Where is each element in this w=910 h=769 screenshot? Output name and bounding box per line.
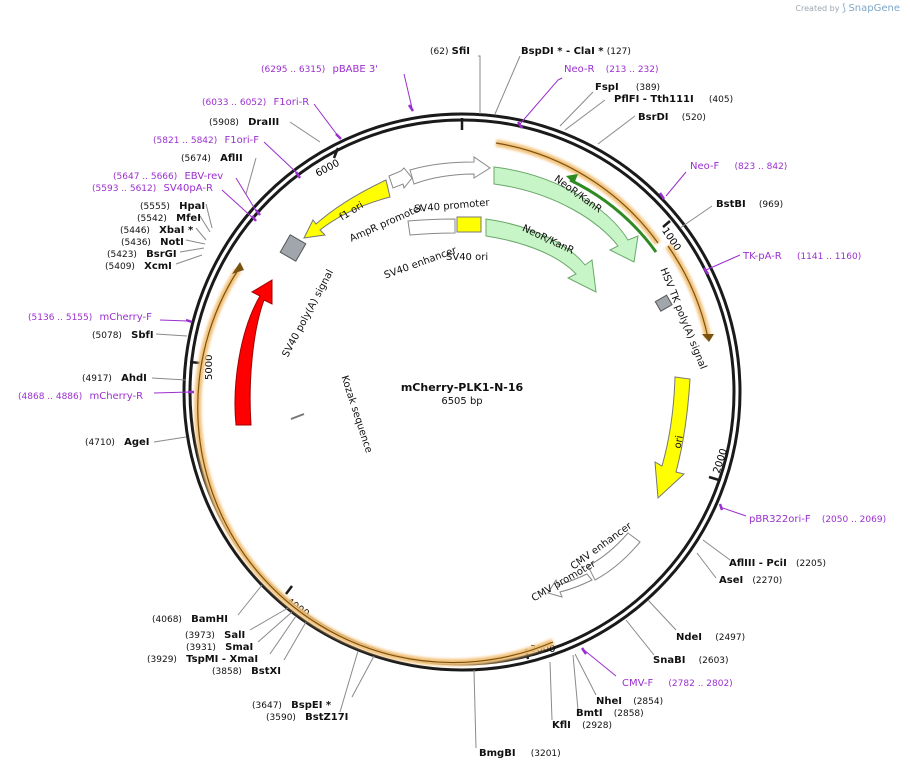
primer-neo-f: Neo-F (823 .. 842) <box>690 161 787 172</box>
site-noti: (5436) NotI <box>121 237 184 248</box>
primer-pbabe-3: (6295 .. 6315) pBABE 3' <box>261 64 378 75</box>
site-asei: AseI (2270) <box>719 575 782 586</box>
orange-arrowhead-left <box>232 262 244 274</box>
site-labels: (62) SfiI BspDI * - ClaI * (127) FspI (3… <box>82 46 826 759</box>
site-afliii-pcii: AflIII - PciI (2205) <box>729 558 826 569</box>
feature-label-ori: ori <box>673 435 686 450</box>
site-kfli: KflI (2928) <box>552 720 612 731</box>
brand-label: SnapGene <box>848 3 900 14</box>
green-dark-arc <box>569 178 658 253</box>
neor-kanr-inner-arrow <box>485 218 597 293</box>
cmv-enhancer-arrow <box>587 532 641 581</box>
primer-pbr322ori-f: pBR322ori-F (2050 .. 2069) <box>749 514 886 525</box>
site-bstz17i: (3590) BstZ17I <box>266 712 348 723</box>
f1-ori-arrow <box>303 179 391 239</box>
orange-arc-right-line <box>667 245 709 339</box>
tick-1000 <box>662 220 671 228</box>
orange-arc-top-line <box>495 142 659 244</box>
site-pflfi: PflFI - Tth111I (405) <box>614 94 733 105</box>
ampr-promoter-arrow <box>388 167 413 190</box>
site-bsrdi: BsrDI (520) <box>638 112 706 123</box>
site-bmti: BmtI (2858) <box>576 708 644 719</box>
plasmid-size: 6505 bp <box>441 396 482 407</box>
orange-arrowhead-right <box>702 334 714 342</box>
sv40-promoter-arrow <box>409 156 491 185</box>
primer-mcherry-f: (5136 .. 5155) mCherry-F <box>28 312 152 323</box>
snapgene-credit: Created by ⟆ SnapGene <box>795 3 900 14</box>
sv40-ori-box <box>456 216 482 233</box>
green-dark-arrowhead <box>566 174 578 184</box>
primer-labels: Neo-R (213 .. 232) Neo-F (823 .. 842) TK… <box>18 64 886 689</box>
primer-neo-r: Neo-R (213 .. 232) <box>564 64 659 75</box>
feature-label-sv40-ori: SV40 ori <box>446 252 488 263</box>
created-by-label: Created by <box>795 4 840 13</box>
site-bsrgi: (5423) BsrGI <box>107 249 177 260</box>
feature-label-sv40-promoter: SV40 promoter <box>414 197 491 215</box>
primer-sv40pa-r: (5593 .. 5612) SV40pA-R <box>92 183 213 194</box>
cmv-promoter-arrow <box>547 573 593 598</box>
site-aflii: (5674) AflII <box>181 153 243 164</box>
site-bmgbi: BmgBI (3201) <box>479 748 561 759</box>
feature-shapes <box>234 156 691 598</box>
site-tspmi-xmai: (3929) TspMI - XmaI <box>147 654 258 665</box>
site-bstxi: (3858) BstXI <box>212 666 281 677</box>
site-ndei: NdeI (2497) <box>676 632 745 643</box>
site-snabi: SnaBI (2603) <box>653 655 729 666</box>
site-bspei: (3647) BspEI * <box>252 700 332 711</box>
primer-leader-lines <box>153 73 747 677</box>
site-ahdi: (4917) AhdI <box>82 373 147 384</box>
feature-label-sv40-enhancer: SV40 enhancer <box>383 245 459 282</box>
primer-ebv-rev: (5647 .. 5666) EBV-rev <box>113 171 223 182</box>
site-sbfi: (5078) SbfI <box>92 330 154 341</box>
snapgene-logo-icon: ⟆ <box>841 3 846 14</box>
site-smai: (3931) SmaI <box>186 642 253 653</box>
site-sali: (3973) SalI <box>185 630 245 641</box>
primer-tk-pa-r: TK-pA-R (1141 .. 1160) <box>742 251 861 262</box>
tick-4000 <box>285 585 293 595</box>
feature-label-sv40-polya: SV40 poly(A) signal <box>281 268 337 359</box>
site-bamhi: (4068) BamHI <box>152 614 228 625</box>
site-agei: (4710) AgeI <box>85 437 150 448</box>
site-xcmi: (5409) XcmI <box>105 261 172 272</box>
primer-mcherry-r: (4868 .. 4886) mCherry-R <box>18 391 143 402</box>
site-leader-lines <box>151 55 731 749</box>
orange-feature-arcs <box>194 139 714 667</box>
tick-label-5000: 5000 <box>204 355 215 380</box>
plasmid-name: mCherry-PLK1-N-16 <box>401 381 524 394</box>
site-hpai: (5555) HpaI <box>140 201 205 212</box>
site-bspdi-clai: BspDI * - ClaI * (127) <box>521 46 631 57</box>
hsv-tk-polya-box <box>654 294 673 312</box>
primer-f1ori-f: (5821 .. 5842) F1ori-F <box>153 135 259 146</box>
ori-arrow <box>654 376 691 500</box>
primer-ticks <box>185 104 724 655</box>
feature-label-mcherry: mCherry <box>260 329 278 374</box>
neor-kanr-outer-arrow <box>493 166 639 263</box>
site-bstbi: BstBI (969) <box>716 199 783 210</box>
primer-f1ori-r: (6033 .. 6052) F1ori-R <box>202 97 309 108</box>
mcherry-arrow <box>234 279 273 426</box>
tick-2000 <box>708 475 720 482</box>
feature-label-kozak: Kozak sequence <box>339 374 374 454</box>
site-mfei: (5542) MfeI <box>137 213 201 224</box>
kozak-marker <box>290 413 305 420</box>
site-draiii: (5908) DraIII <box>209 117 279 128</box>
sv40-enhancer-box <box>407 218 456 236</box>
orange-arc-left-line <box>197 269 554 664</box>
site-xbai: (5446) XbaI * <box>120 225 194 236</box>
primer-cmv-f: CMV-F (2782 .. 2802) <box>622 678 733 689</box>
site-nhei: NheI (2854) <box>596 696 663 707</box>
site-sfii: (62) SfiI <box>430 46 470 57</box>
site-fspi: FspI (389) <box>595 82 660 93</box>
tick-6000 <box>332 147 340 159</box>
sv40-polya-box <box>279 234 307 262</box>
